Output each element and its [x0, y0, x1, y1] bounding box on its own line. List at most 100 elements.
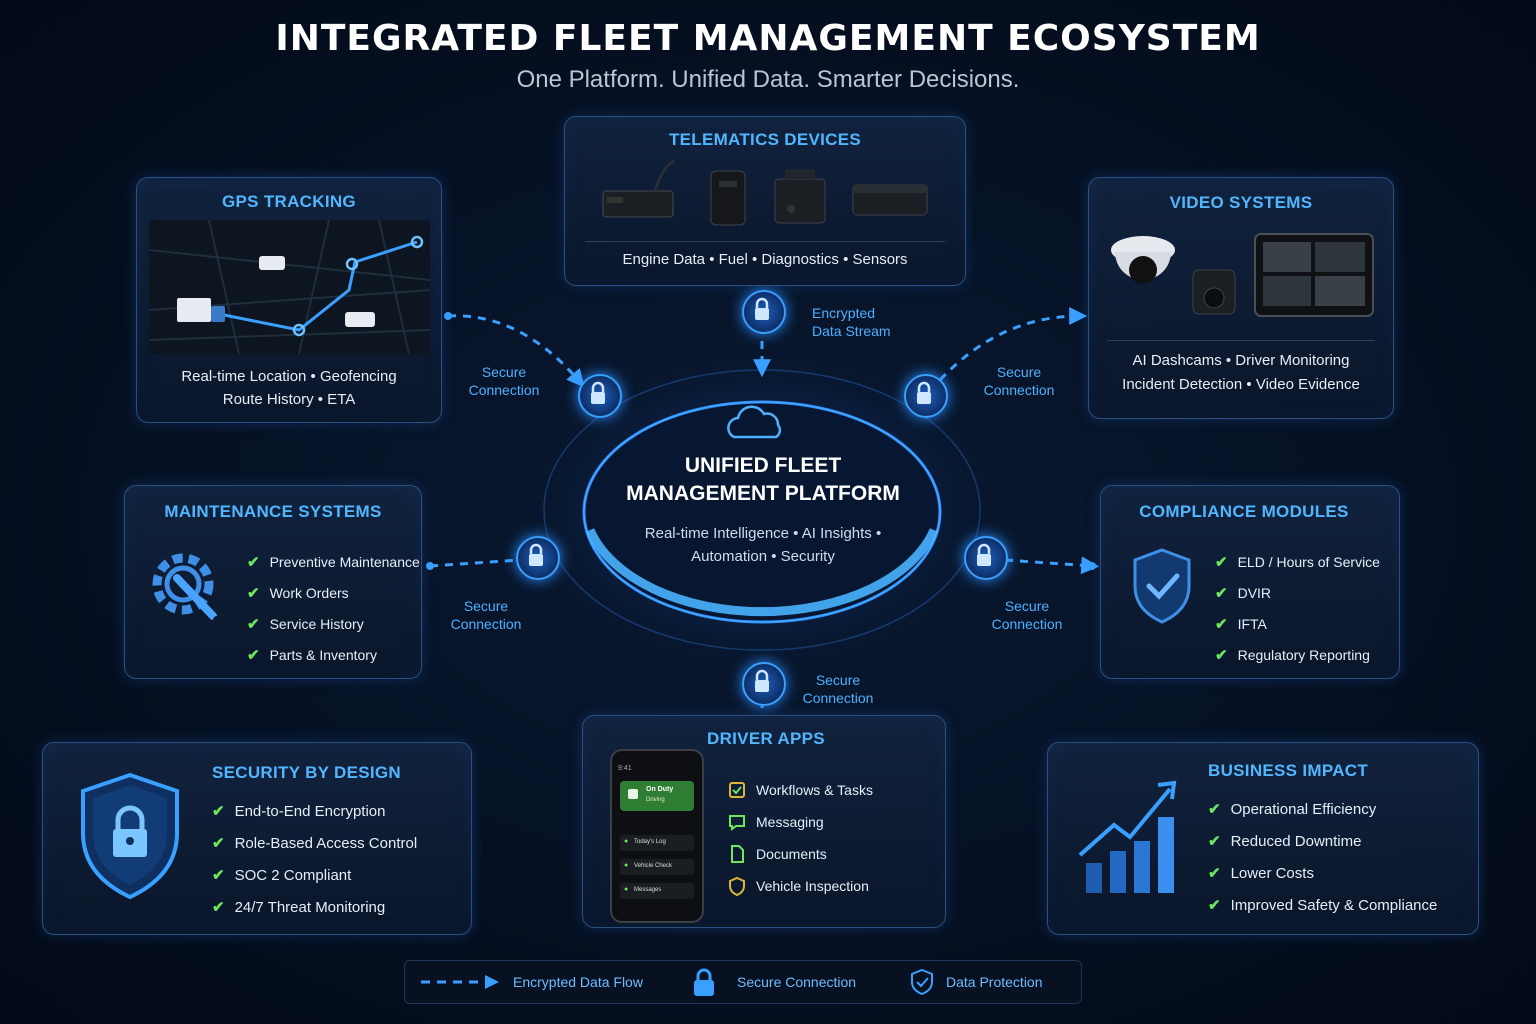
list-item: ✔SOC 2 Compliant	[212, 866, 352, 885]
check-icon: ✔	[1215, 553, 1228, 571]
video-features: Incident Detection • Video Evidence	[1122, 376, 1360, 393]
list-item: ✔IFTA	[1215, 615, 1267, 633]
maintenance-list: ✔Preventive Maintenance ✔Work Orders ✔Se…	[247, 546, 420, 670]
check-icon: ✔	[212, 803, 225, 820]
platform-desc: Real-time Intelligence • AI Insights •	[644, 525, 882, 542]
lock-icon	[742, 662, 786, 706]
phone-row: ● Vehicle Check	[620, 859, 694, 875]
check-icon: ✔	[1208, 897, 1221, 914]
check-icon: ✔	[247, 646, 260, 664]
telematics-features: Engine Data • Fuel • Diagnostics • Senso…	[622, 251, 908, 268]
video-features: AI Dashcams • Driver Monitoring	[1132, 352, 1350, 369]
driver-features: Workflows & Tasks Messaging Documents Ve…	[727, 774, 873, 902]
shield-check-icon	[1133, 548, 1191, 624]
tasks-icon	[729, 782, 745, 798]
phone-row: ● Today's Log	[620, 835, 694, 851]
compliance-card: COMPLIANCE MODULES ✔ELD / Hours of Servi…	[1100, 485, 1400, 679]
check-icon: ✔	[1215, 646, 1228, 664]
gear-wrench-icon	[152, 553, 221, 624]
driver-apps-card: DRIVER APPS 9:41 On Duty Driving ● Today…	[582, 715, 946, 928]
check-icon: ✔	[212, 899, 225, 916]
lock-icon	[578, 374, 622, 418]
list-item: ✔Work Orders	[247, 584, 349, 602]
check-icon: ✔	[247, 615, 260, 633]
card-title: SECURITY BY DESIGN	[212, 763, 401, 782]
chat-icon	[729, 815, 745, 831]
check-icon: ✔	[247, 584, 260, 602]
page-title: INTEGRATED FLEET MANAGEMENT ECOSYSTEM	[275, 18, 1261, 59]
list-item: ✔24/7 Threat Monitoring	[212, 898, 386, 917]
shield-check-icon	[911, 968, 933, 996]
phone-mockup: 9:41 On Duty Driving ● Today's Log ● Veh…	[610, 749, 704, 923]
legend: Encrypted Data Flow Secure Connection Da…	[404, 960, 1082, 1004]
card-title: BUSINESS IMPACT	[1208, 761, 1369, 780]
gps-features: Real-time Location • Geofencing	[181, 368, 397, 385]
lock-icon	[694, 968, 714, 996]
legend-flow-label: Encrypted Data Flow	[513, 974, 643, 990]
phone-row: ● Messages	[620, 883, 694, 899]
check-icon: ✔	[212, 835, 225, 852]
lock-icon	[742, 290, 786, 334]
inspection-shield-icon	[729, 876, 745, 896]
platform-desc: Automation • Security	[691, 548, 835, 565]
compliance-list: ✔ELD / Hours of Service ✔DVIR ✔IFTA ✔Reg…	[1215, 546, 1380, 670]
security-list: ✔End-to-End Encryption ✔Role-Based Acces…	[212, 795, 417, 923]
list-item: ✔Reduced Downtime	[1208, 832, 1362, 851]
shield-lock-icon	[81, 772, 179, 900]
check-icon: ✔	[1208, 801, 1221, 818]
maintenance-card: MAINTENANCE SYSTEMS ✔Preventive Maintena…	[124, 485, 422, 679]
card-title: VIDEO SYSTEMS	[1169, 193, 1313, 212]
lock-icon	[904, 374, 948, 418]
list-item: ✔Operational Efficiency	[1208, 800, 1377, 819]
telematics-card: TELEMATICS DEVICES Engine Data • Fuel • …	[564, 116, 966, 286]
list-item: Workflows & Tasks	[727, 774, 873, 806]
card-title: DRIVER APPS	[707, 729, 825, 748]
cloud-icon	[727, 405, 782, 439]
list-item: ✔Role-Based Access Control	[212, 834, 418, 853]
lock-icon	[964, 536, 1008, 580]
lock-icon	[628, 789, 638, 799]
list-item: ✔Lower Costs	[1208, 864, 1314, 883]
legend-protection-label: Data Protection	[946, 974, 1043, 990]
duty-status: On Duty Driving	[620, 781, 694, 811]
card-title: MAINTENANCE SYSTEMS	[164, 502, 382, 521]
list-item: ✔Service History	[247, 615, 364, 633]
list-item: ✔ELD / Hours of Service	[1215, 553, 1380, 571]
list-item: Vehicle Inspection	[727, 870, 873, 902]
list-item: ✔End-to-End Encryption	[212, 802, 386, 821]
business-impact-card: BUSINESS IMPACT ✔Operational Efficiency …	[1047, 742, 1479, 935]
check-icon: ✔	[1208, 865, 1221, 882]
platform-title: MANAGEMENT PLATFORM	[626, 482, 900, 505]
card-title: GPS TRACKING	[222, 192, 356, 211]
card-title: TELEMATICS DEVICES	[668, 130, 862, 149]
list-item: Documents	[727, 838, 873, 870]
video-card: VIDEO SYSTEMS AI Dashcams • Driver Monit…	[1088, 177, 1394, 419]
legend-secure-label: Secure Connection	[737, 974, 857, 990]
list-item: ✔DVIR	[1215, 584, 1272, 602]
video-devices-image	[1111, 233, 1374, 317]
gps-card: GPS TRACKING Real-time Location • Geofen…	[136, 177, 442, 423]
card-title: COMPLIANCE MODULES	[1139, 502, 1349, 521]
document-icon	[731, 845, 744, 863]
telematics-devices-image	[602, 159, 928, 226]
platform-core: UNIFIED FLEET MANAGEMENT PLATFORM Real-t…	[600, 452, 926, 568]
security-card: SECURITY BY DESIGN ✔End-to-End Encryptio…	[42, 742, 472, 935]
check-icon: ✔	[1215, 584, 1228, 602]
check-icon: ✔	[1215, 615, 1228, 633]
dashed-arrow-icon	[421, 975, 499, 989]
growth-chart-icon	[1078, 780, 1177, 893]
check-icon: ✔	[212, 867, 225, 884]
check-icon: ✔	[247, 553, 260, 571]
list-item: Messaging	[727, 806, 873, 838]
list-item: ✔Regulatory Reporting	[1215, 646, 1370, 664]
lock-icon	[516, 536, 560, 580]
gps-features: Route History • ETA	[222, 391, 356, 408]
business-list: ✔Operational Efficiency ✔Reduced Downtim…	[1208, 793, 1437, 921]
